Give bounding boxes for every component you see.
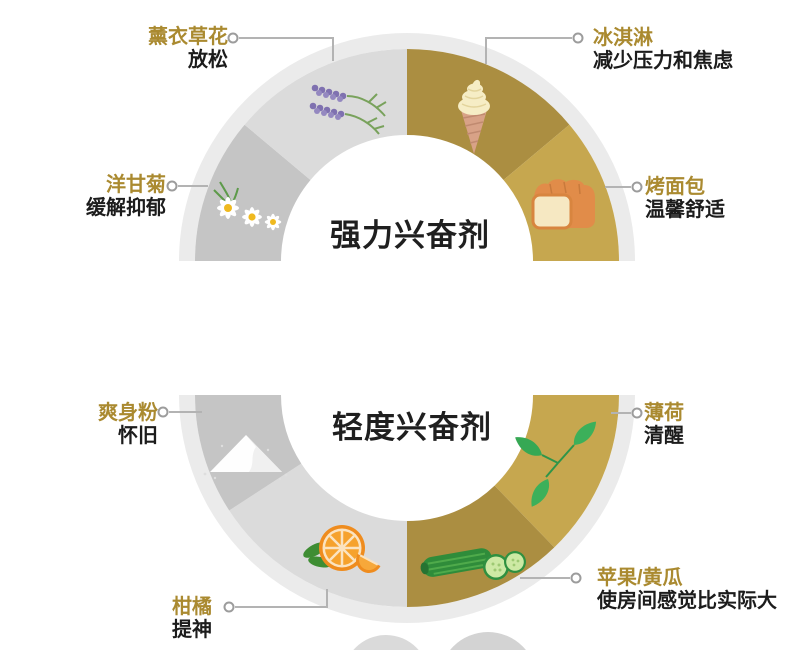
citrus-connector-node	[223, 601, 235, 613]
citrus-icon	[303, 525, 381, 573]
talcum-powder-icon	[203, 435, 288, 481]
chamomile-icon	[213, 181, 282, 231]
label-mint-effect: 清醒	[644, 425, 684, 447]
label-chamomile-name: 洋甘菊	[106, 174, 166, 196]
lavender-connector-node	[227, 32, 239, 44]
label-toast-name: 烤面包	[645, 176, 705, 198]
label-mint: 薄荷 清醒	[644, 402, 684, 448]
cucumber-icon	[420, 548, 526, 580]
label-ice-cream-effect: 减少压力和焦虑	[593, 50, 733, 72]
toast-icon	[531, 179, 595, 230]
mint-connector-node	[631, 407, 643, 419]
label-lavender-effect: 放松	[188, 49, 228, 71]
toast-connector-node	[631, 181, 643, 193]
label-citrus: 柑橘 提神	[172, 596, 212, 642]
label-ice-cream: 冰淇淋 减少压力和焦虑	[593, 27, 733, 73]
segment-chamomile	[195, 124, 311, 261]
label-talcum-powder-name: 爽身粉	[98, 402, 158, 424]
ring-title-mild: 轻度兴奋剂	[332, 410, 492, 445]
label-lavender-name: 薰衣草花	[148, 26, 228, 48]
label-apple-cucumber-effect: 使房间感觉比实际大	[597, 590, 777, 612]
label-toast: 烤面包 温馨舒适	[645, 176, 725, 222]
citrus-connector-line	[235, 589, 328, 608]
lavender-icon	[309, 84, 387, 135]
label-talcum-powder: 爽身粉 怀旧	[98, 402, 158, 448]
ice-cream-connector-line	[485, 37, 572, 64]
ice-cream-icon	[458, 79, 490, 154]
label-talcum-powder-effect: 怀旧	[118, 425, 158, 447]
label-ice-cream-name: 冰淇淋	[593, 27, 653, 49]
label-apple-cucumber-name: 苹果/黄瓜	[597, 567, 683, 589]
label-chamomile: 洋甘菊 缓解抑郁	[86, 174, 166, 220]
ring-title-strong: 强力兴奋剂	[330, 218, 490, 253]
bottom-peek-circle-left	[353, 635, 419, 650]
talcum-connector-node	[157, 406, 169, 418]
label-mint-name: 薄荷	[644, 402, 684, 424]
lavender-connector-line	[239, 37, 334, 61]
segment-apple-cucumber	[407, 485, 555, 607]
apple-cucumber-connector-node	[570, 572, 582, 584]
ice-cream-connector-node	[572, 32, 584, 44]
mint-icon	[515, 421, 597, 507]
label-apple-cucumber: 苹果/黄瓜 使房间感觉比实际大	[597, 567, 777, 613]
label-lavender: 薰衣草花 放松	[148, 26, 228, 72]
chamomile-connector-node	[166, 180, 178, 192]
bottom-peek-circle-right	[450, 632, 526, 650]
label-citrus-name: 柑橘	[172, 596, 212, 618]
label-toast-effect: 温馨舒适	[645, 199, 725, 221]
segment-ice-cream	[407, 49, 570, 180]
label-citrus-effect: 提神	[172, 619, 212, 641]
label-chamomile-effect: 缓解抑郁	[86, 197, 166, 219]
